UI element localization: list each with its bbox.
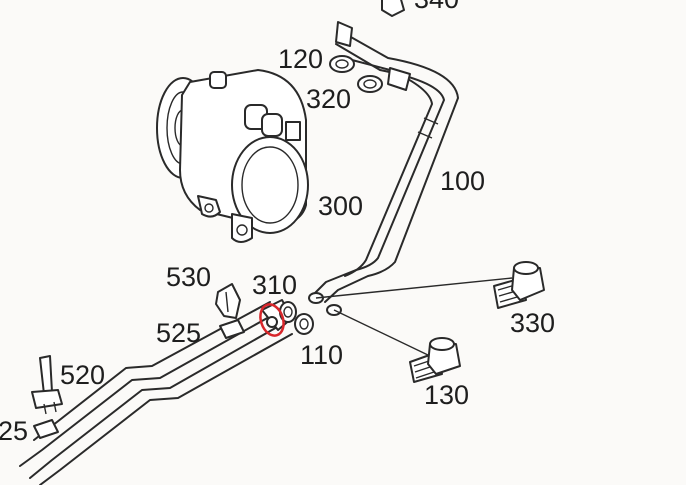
label-100: 100 <box>440 166 485 196</box>
label-330: 330 <box>510 308 555 338</box>
seal-110 <box>294 313 314 335</box>
label-130: 130 <box>424 380 469 410</box>
highlighted-fitting <box>266 316 278 328</box>
label-120: 120 <box>278 44 323 74</box>
label-520: 520 <box>60 360 105 390</box>
clip-525 <box>219 319 245 339</box>
label-525: 525 <box>156 318 201 348</box>
compressor-part <box>156 69 309 243</box>
seal-320 <box>357 75 383 93</box>
bracket-520 <box>31 355 63 415</box>
label-25-cut: 25 <box>0 416 28 446</box>
bracket-530 <box>215 283 241 319</box>
label-300: 300 <box>318 191 363 221</box>
label-530: 530 <box>166 262 211 292</box>
hose-100 <box>308 21 459 316</box>
clip-25 <box>33 419 59 439</box>
part-340-cut <box>381 0 405 17</box>
seal-120 <box>329 55 355 73</box>
bolt-330 <box>315 261 545 309</box>
label-310: 310 <box>252 270 297 300</box>
label-110: 110 <box>300 340 343 370</box>
label-320: 320 <box>306 84 351 114</box>
bolt-130 <box>333 309 461 383</box>
highlight-circle <box>259 303 285 337</box>
label-340-cut: 340 <box>414 0 459 14</box>
